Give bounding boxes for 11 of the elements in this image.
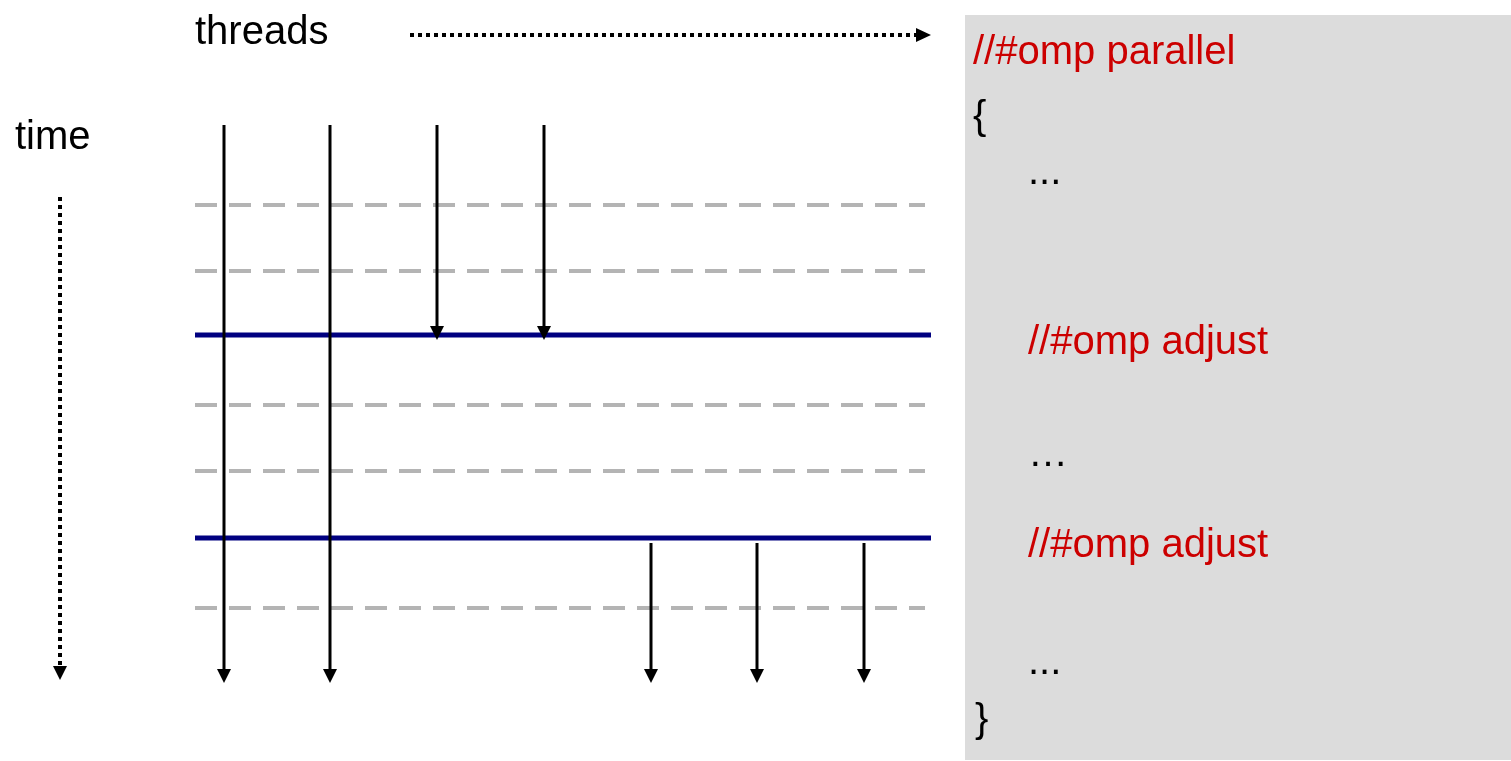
code-line: //#omp parallel — [973, 30, 1236, 70]
code-panel — [965, 15, 1511, 760]
code-line: … — [1028, 432, 1068, 472]
code-line: ... — [1028, 640, 1062, 680]
code-line: //#omp adjust — [1028, 523, 1269, 563]
axis-label: time — [15, 115, 91, 155]
axis-label: threads — [195, 10, 329, 50]
code-line: ... — [1028, 150, 1062, 190]
code-line: } — [975, 698, 989, 738]
code-line: //#omp adjust — [1028, 320, 1269, 360]
code-line: { — [973, 95, 987, 135]
